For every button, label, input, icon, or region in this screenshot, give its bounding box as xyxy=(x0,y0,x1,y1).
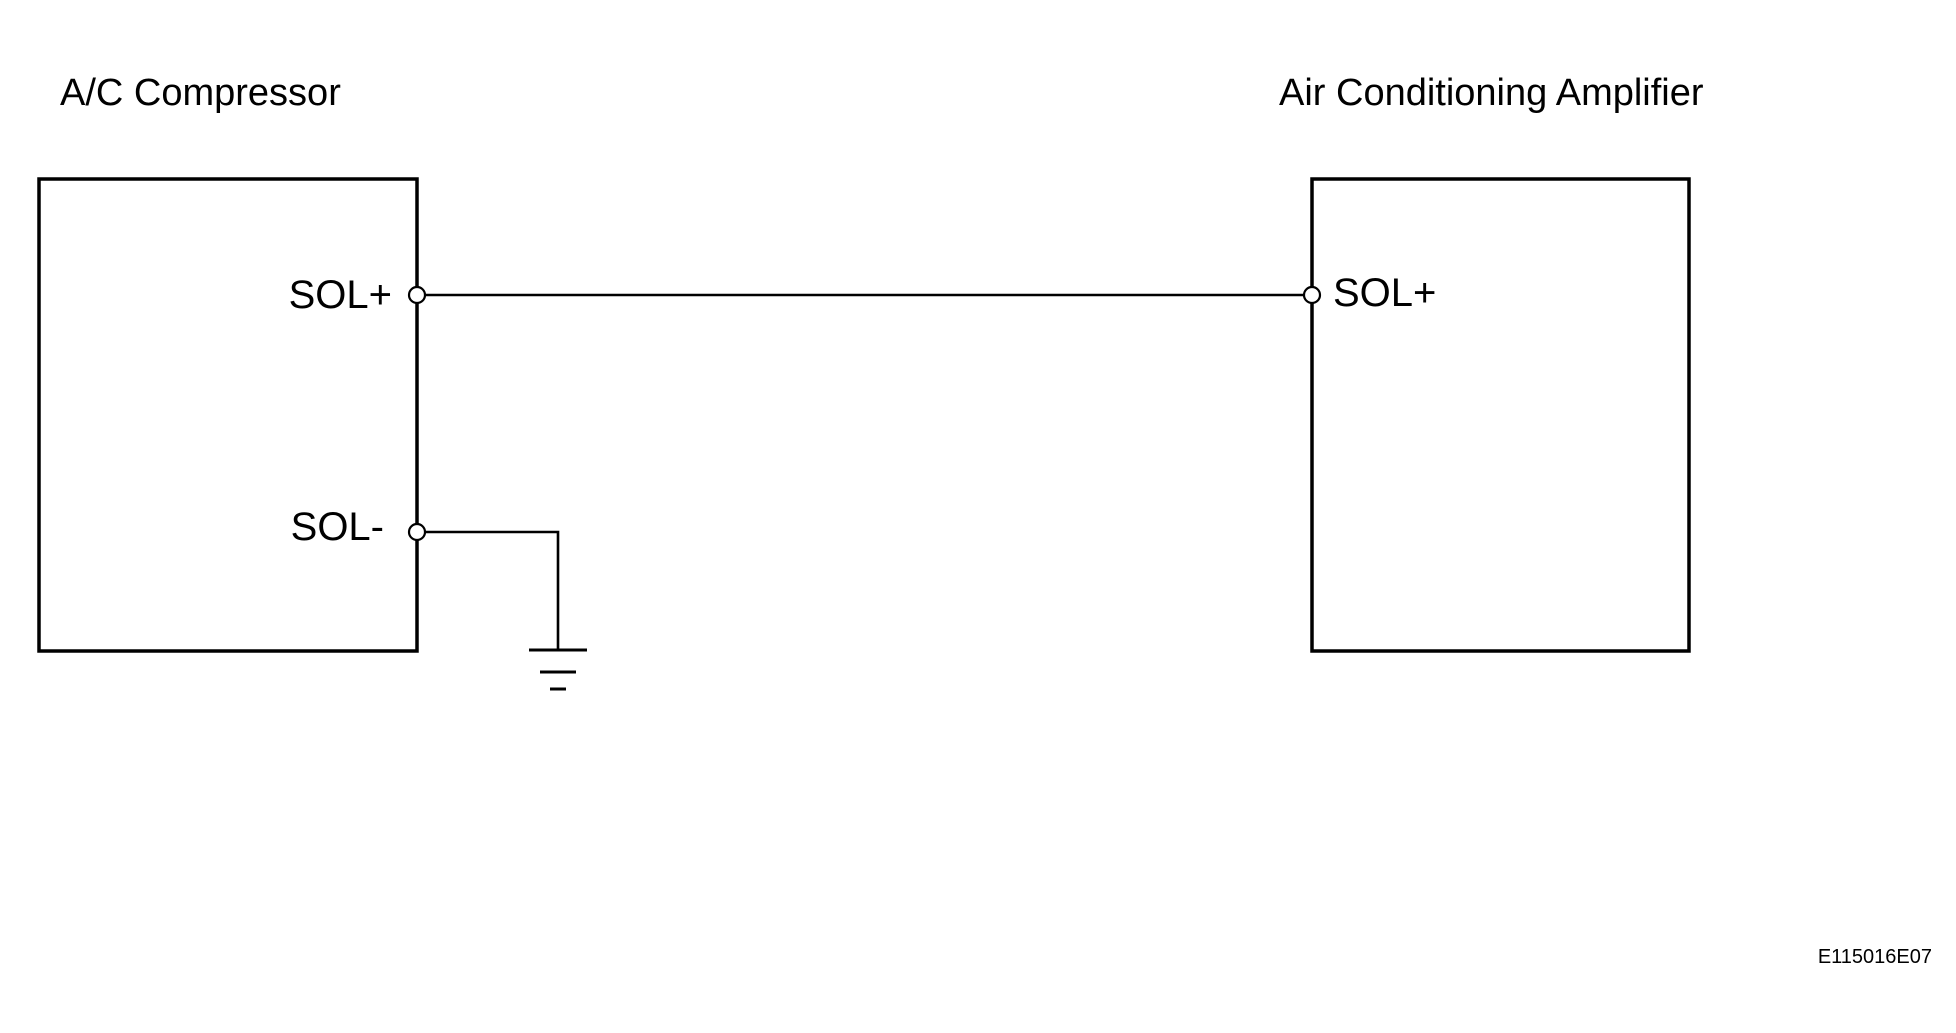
sol-minus-ground-wire xyxy=(425,530,560,649)
compressor-box xyxy=(37,177,419,653)
amplifier-box xyxy=(1310,177,1691,653)
compressor-title: A/C Compressor xyxy=(60,72,341,114)
amplifier-pin-sol-plus-label: SOL+ xyxy=(1333,271,1436,315)
compressor-sol-minus-terminal-icon xyxy=(407,522,427,542)
compressor-component: A/C Compressor SOL+ SOL- xyxy=(37,72,419,653)
amplifier-title: Air Conditioning Amplifier xyxy=(1279,72,1704,114)
ground-symbol-icon xyxy=(529,648,587,691)
compressor-sol-plus-terminal-icon xyxy=(407,285,427,305)
amplifier-sol-plus-terminal-icon xyxy=(1302,285,1322,305)
amplifier-component: Air Conditioning Amplifier SOL+ xyxy=(1279,72,1704,653)
reference-code: E115016E07 xyxy=(1818,946,1932,968)
compressor-pin-sol-plus-label: SOL+ xyxy=(289,273,392,317)
compressor-pin-sol-minus-label: SOL- xyxy=(291,505,384,549)
